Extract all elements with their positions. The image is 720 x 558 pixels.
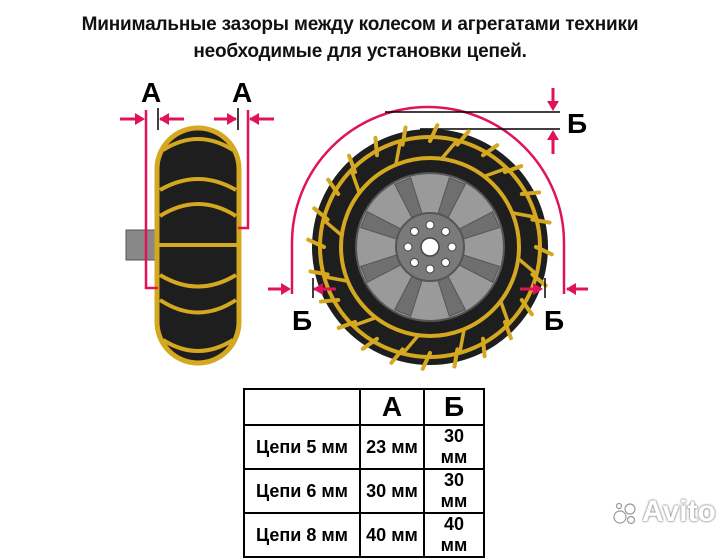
chain-cross-link [352,316,377,328]
a-right-arrowhead-out [227,113,237,125]
b-top-arrowhead-down [547,101,559,111]
chain-stud [306,237,326,249]
side-chain-outline [154,125,242,366]
table-header-a: А [359,388,425,426]
hub-bolt [425,264,435,274]
chain-stud [530,217,552,225]
chain-stud [481,336,487,359]
chain-stud [428,123,440,143]
chain-cross-link [483,166,508,178]
rim-spokes [359,176,501,318]
table-cell-a: 40 мм [359,512,425,558]
chain-cross-link [394,140,402,166]
chain-stud [347,153,358,175]
chain-cross-link [499,300,511,325]
b-right-arrowhead-out [533,283,543,295]
table-cell-b: 30 мм [423,468,485,514]
front-view-wheel: Б Б Б [268,88,588,371]
table-row-label: Цепи 8 мм [243,512,361,558]
table-cell-a: 23 мм [359,424,425,470]
hub-center [420,237,440,257]
chain-ring-inner [339,156,521,338]
chain-stud [336,319,358,330]
label-a-left: А [141,77,161,108]
chain-stud [389,347,405,365]
side-chain-link-1 [158,177,238,192]
chain-stud [530,272,548,288]
side-chain-link-top [161,137,235,152]
table-cell-b: 40 мм [423,512,485,558]
chain-cross-link [511,211,537,219]
hub-bolt [441,258,451,268]
label-b-left: Б [292,305,312,336]
chain-stud [452,347,460,369]
table-header-corner [243,388,361,426]
hub-bolt [409,258,419,268]
clearance-table: А Б Цепи 5 мм 23 мм 30 мм Цепи 6 мм 30 м… [243,388,485,558]
chain-stud [308,269,330,277]
axle-stub [125,229,161,261]
b-right-arrowhead-in [566,283,576,295]
chain-stud [373,135,379,158]
chain-stud [400,125,408,147]
hub-bolt [425,220,435,230]
side-chain-link-bottom [161,338,235,353]
table-cell-b: 30 мм [423,424,485,470]
b-top-arrowhead-up [547,130,559,140]
hub-bolt [447,242,457,252]
table-row: Цепи 6 мм 30 мм 30 мм [243,468,485,514]
chain-stud [502,164,524,175]
side-chain-link-4 [158,273,238,289]
label-b-top: Б [567,108,587,139]
chain-stud [519,298,534,317]
chain-stud [312,206,330,222]
chain-stud [481,143,500,158]
chain-stud [502,319,513,341]
chain-stud [519,190,542,196]
chain-stud [318,298,341,304]
chain-cross-link [349,169,361,194]
chain-cross-link [323,275,349,283]
chain-stud [455,129,471,147]
label-a-right: А [232,77,252,108]
chain-stud [420,351,432,371]
avito-logo-icon [613,502,636,525]
wheel-clearance-diagram: А А [120,77,588,371]
a-left-arrowhead-out [135,113,145,125]
chain-cross-link [322,218,343,237]
table-row-label: Цепи 5 мм [243,424,361,470]
a-left-arrowhead-in [159,113,169,125]
chain-stud [326,177,341,196]
b-left-arrowhead-out [281,283,291,295]
table-row: Цепи 8 мм 40 мм 40 мм [243,512,485,558]
chain-studs [306,123,554,371]
table-row-label: Цепи 6 мм [243,468,361,514]
chain-stud [534,245,554,257]
table-row: Цепи 5 мм 23 мм 30 мм [243,424,485,470]
side-clearance-right [238,110,250,230]
hub-bolt [409,226,419,236]
hub-bolt [441,226,451,236]
label-b-right: Б [544,305,564,336]
side-view-wheel: А А [120,77,274,366]
chain-cross-link [401,334,420,355]
avito-watermark: Avito [642,495,716,528]
fender-clearance-line [290,105,566,294]
chain-cross-link [440,139,459,160]
side-chain-link-2 [158,202,238,218]
a-right-arrowhead-in [249,113,259,125]
table-header-row: А Б [243,388,485,426]
table-header-b: Б [423,388,485,426]
side-clearance-left [144,110,158,290]
table-cell-a: 30 мм [359,468,425,514]
hub-bolts [403,220,457,274]
diagram-title-line1: Минимальные зазоры между колесом и агрег… [81,14,639,35]
chain-cross-link [517,257,538,276]
b-left-arrowhead-in [313,283,323,295]
hub-bolt [403,242,413,252]
diagram-title-line2: необходимые для установки цепей. [193,41,527,62]
side-chain-link-5 [158,298,238,315]
chain-cross-link [458,328,466,354]
chain-stud [360,336,379,351]
